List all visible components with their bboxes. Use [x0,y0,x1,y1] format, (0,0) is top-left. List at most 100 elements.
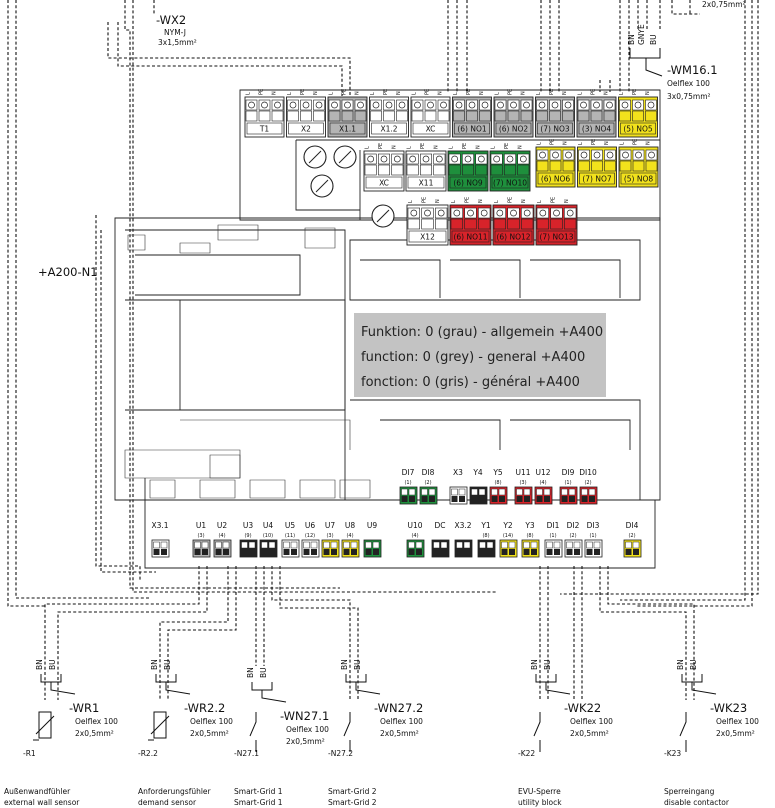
device-4-cable-size: 2x0,5mm² [570,729,609,738]
upper-io-3-pin [471,496,478,502]
mid-left-terminal-2-screw [451,155,459,163]
lower-io-right-1: DC [431,521,450,558]
lower-io-right-3-pin [479,549,486,555]
top-terminal-2-label-plate [329,122,366,135]
upper-io-6-pin [544,496,550,502]
device-2-cable-size: 2x0,5mm² [286,737,325,746]
top-right-size: 2x0,75mm² [702,0,746,9]
mid-right-terminal-1-pin-l: L [578,142,584,145]
lower-io-left-9-pin [365,549,372,555]
mid-right-terminal-0-label: (6) NO6 [541,175,571,184]
upper-io-0: DI7 (1) [399,468,418,505]
mid-right-terminal-0-pin-pe: PE [550,139,556,145]
device-4-core-bn: BN [530,659,539,670]
upper-io-0-pin [401,496,408,502]
top-terminal-6-pin-n: N [521,91,527,95]
upper-io-1-function: (2) [424,480,431,486]
upper-io-8-label: DI10 [579,468,597,477]
wm16-core-bu: BU [649,34,658,45]
upper-io-6: U12 (4) [534,468,553,505]
device-5-sheath [681,674,703,683]
lower-io-left-7-pin [323,549,330,555]
mid-left-terminal-0-clamp [378,164,390,176]
lower-io-left-1-function: (3) [197,533,204,539]
upper-io-7-socket [561,488,568,496]
upper-io-1-label: DI8 [422,468,435,477]
info-line-fr: fonction: 0 (gris) - général +A400 [361,375,580,390]
red-terminal-0-clamp [407,218,420,230]
upper-io-4-pin [491,496,498,502]
mid-right-terminal-0-clamp [536,160,549,172]
top-terminal-5-label: (6) NO1 [457,125,487,134]
lower-io-right-6: DI1(1) [544,521,563,558]
top-terminal-4-screw [440,101,447,109]
device-4-cable-type: Oelflex 100 [570,717,613,726]
lower-io-right-8-socket [593,541,601,549]
mid-left-terminal-2-clamp [448,164,461,176]
top-terminal-7-pin-n: N [562,91,568,95]
device-0-cable: -WR1 [69,701,99,715]
mid-left-terminal-1-pin-pe: PE [420,143,426,149]
top-terminal-8-clamp [603,110,616,122]
lower-io-right-5: Y3(8) [521,521,540,558]
mid-left-terminal-0-screw [367,155,375,163]
lower-io-left-4-function: (10) [263,533,273,539]
lower-io-right-3-socket [486,541,494,549]
top-terminal-6-pin-pe: PE [508,89,514,95]
red-terminal-3-screw [566,209,574,217]
red-terminal-2-clamp [507,218,520,230]
red-terminal-3-label: (7) NO13 [539,233,573,242]
upper-io-0-label: DI7 [402,468,415,477]
lower-io-right-8-label: DI3 [587,521,600,530]
device-0-desc-de: Außenwandfühler [4,787,71,796]
top-terminal-6-pin-l: L [495,92,501,95]
device-1-leader [165,682,191,695]
lower-io-left-8-function: (4) [346,533,353,539]
device-4-contact-symbol [533,712,541,752]
upper-io-8-function: (2) [584,480,591,486]
lower-io-left-0-pin [153,549,160,555]
red-terminal-3-pin-pe: PE [551,197,557,203]
top-terminal-6-screw [523,101,530,109]
top-terminal-9-screw [621,101,629,109]
red-terminal-0-pin-n: N [435,199,441,203]
mid-right-terminal-2-clamp [645,160,658,172]
top-terminal-4-screw [414,101,421,109]
device-1-tag: -R2.2 [138,749,158,758]
device-5-tag: -K23 [664,749,681,758]
top-terminal-8-clamp [577,110,590,122]
upper-io-6-function: (4) [539,480,546,486]
device-0-leader [50,682,76,695]
red-terminal-1-label-plate [451,230,490,243]
lower-io-right-4-socket [508,541,516,549]
upper-io-4-label: Y5 [492,468,503,477]
mid-left-terminal-1-label: X11 [419,179,434,188]
lower-io-right-5-pin [531,549,537,555]
lower-io-left-8-pin [351,549,357,555]
device-5-cable-size: 2x0,5mm² [716,729,755,738]
lower-io-left-5-label: U5 [285,521,295,530]
lower-io-left-3-pin [241,549,248,555]
red-terminal-2-pin-n: N [521,199,527,203]
lower-io-left-7-socket [330,541,338,549]
mid-right-terminal-2-pin-n: N [646,141,652,145]
device-4-cable: -WK22 [564,701,601,715]
lower-io-right-9-socket [625,541,632,549]
device-0-desc-en: external wall sensor [4,798,80,807]
red-terminal-3-clamp [550,218,563,230]
lower-io-left-8-socket [350,541,358,549]
mid-left-terminal-1-label-plate [407,176,445,189]
device-3-desc-en: Smart-Grid 2 [328,798,377,807]
lower-io-left-9-socket [372,541,380,549]
top-terminal-9-pin-pe: PE [632,89,638,95]
top-terminal-6-screw [510,101,517,109]
device-5-leader [691,682,717,695]
upper-io-0-function: (1) [404,480,411,486]
red-terminal-0-label-plate [408,230,447,243]
upper-io-6-label: U12 [535,468,550,477]
top-terminal-4-pin-pe: PE [425,89,431,95]
